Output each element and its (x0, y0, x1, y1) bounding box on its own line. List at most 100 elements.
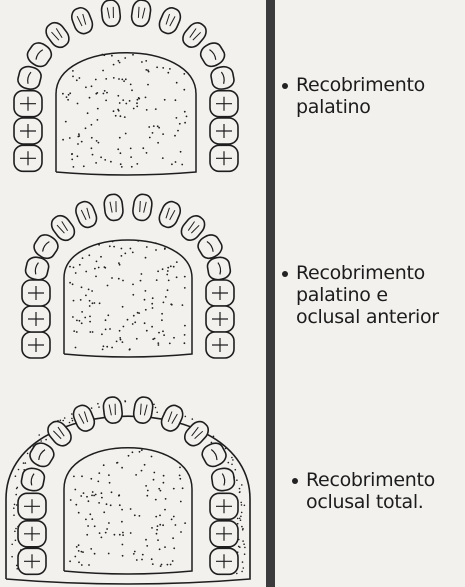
anterior-tooth (132, 193, 154, 221)
stipple-dot (237, 523, 239, 525)
stipple-dot (157, 125, 159, 127)
stipple-dot (164, 99, 166, 101)
stipple-dot (103, 93, 105, 95)
stipple-dot (89, 300, 91, 302)
stipple-dot (98, 244, 100, 246)
stipple-dot (132, 54, 134, 56)
stipple-dot (172, 560, 174, 562)
anterior-tooth (102, 396, 123, 424)
molar-tooth (22, 280, 50, 306)
stipple-dot (123, 80, 125, 82)
stipple-dot (65, 121, 67, 123)
stipple-dot (81, 564, 83, 566)
stipple-dot (177, 130, 179, 132)
stipple-dot (140, 280, 142, 282)
stipple-dot (11, 544, 13, 546)
stipple-dot (127, 319, 129, 321)
stipple-dot (119, 137, 121, 139)
stipple-dot (98, 142, 100, 144)
stipple-dot (122, 555, 124, 557)
stipple-dot (125, 78, 127, 80)
stipple-dot (179, 478, 181, 480)
stipple-dot (111, 347, 113, 349)
stipple-dot (239, 518, 241, 520)
stipple-dot (124, 400, 126, 402)
stipple-dot (119, 337, 121, 339)
stipple-dot (102, 349, 104, 351)
stipple-dot (131, 166, 133, 168)
molar-tooth (210, 493, 238, 519)
stipple-dot (155, 407, 157, 409)
stipple-dot (124, 57, 126, 59)
stipple-dot (92, 302, 94, 304)
stipple-dot (121, 509, 123, 511)
stipple-dot (146, 109, 148, 111)
stipple-dot (62, 139, 64, 141)
anterior-tooth (73, 199, 99, 230)
stipple-dot (166, 274, 168, 276)
stipple-dot (132, 323, 134, 325)
stipple-dot (69, 137, 71, 139)
stipple-dot (243, 567, 245, 569)
stipple-dot (79, 320, 81, 322)
stipple-dot (79, 264, 81, 266)
stipple-dot (137, 240, 139, 242)
stipple-dot (121, 521, 123, 523)
stipple-dot (151, 456, 153, 458)
stipple-dot (155, 249, 157, 251)
stipple-dot (123, 326, 125, 328)
stipple-dot (108, 474, 110, 476)
anterior-tooth (181, 418, 212, 449)
stipple-dot (117, 95, 119, 97)
arch-3-drawing (0, 375, 262, 587)
stipple-dot (167, 267, 169, 269)
stipple-dot (106, 92, 108, 94)
stipple-dot (132, 284, 134, 286)
stipple-dot (155, 242, 157, 244)
stipple-dot (184, 276, 186, 278)
stipple-dot (98, 406, 100, 408)
stipple-dot (120, 115, 122, 117)
stipple-dot (125, 103, 127, 105)
stipple-dot (141, 273, 143, 275)
stipple-dot (231, 457, 233, 459)
anterior-tooth (69, 5, 95, 36)
stipple-dot (15, 528, 17, 530)
stipple-dot (237, 518, 239, 520)
stipple-dot (15, 494, 17, 496)
molar-tooth (210, 118, 238, 144)
stipple-dot (120, 339, 122, 341)
bullet-icon (282, 83, 288, 89)
stipple-dot (145, 539, 147, 541)
stipple-dot (105, 319, 107, 321)
stipple-dot (99, 302, 101, 304)
stipple-dot (119, 62, 121, 64)
stipple-dot (107, 285, 109, 287)
molar-tooth (22, 306, 50, 332)
stipple-dot (130, 248, 132, 250)
stipple-dot (128, 455, 130, 457)
stipple-dot (152, 338, 154, 340)
stipple-dot (111, 491, 113, 493)
stipple-dot (175, 524, 177, 526)
stipple-dot (95, 276, 97, 278)
stipple-dot (164, 546, 166, 548)
stipple-dot (78, 550, 80, 552)
stipple-dot (68, 94, 70, 96)
stipple-dot (145, 60, 147, 62)
stipple-dot (38, 434, 40, 436)
stipple-dot (173, 266, 175, 268)
stipple-dot (133, 108, 135, 110)
stipple-dot (162, 524, 164, 526)
stipple-dot (183, 89, 185, 91)
stipple-dot (88, 254, 90, 256)
anterior-tooth (71, 403, 98, 434)
stipple-dot (92, 331, 94, 333)
stipple-dot (155, 516, 157, 518)
stipple-dot (72, 316, 74, 318)
stipple-dot (96, 261, 98, 263)
stipple-dot (156, 412, 158, 414)
stipple-dot (118, 78, 120, 80)
stipple-dot (29, 447, 31, 449)
stipple-dot (168, 280, 170, 282)
